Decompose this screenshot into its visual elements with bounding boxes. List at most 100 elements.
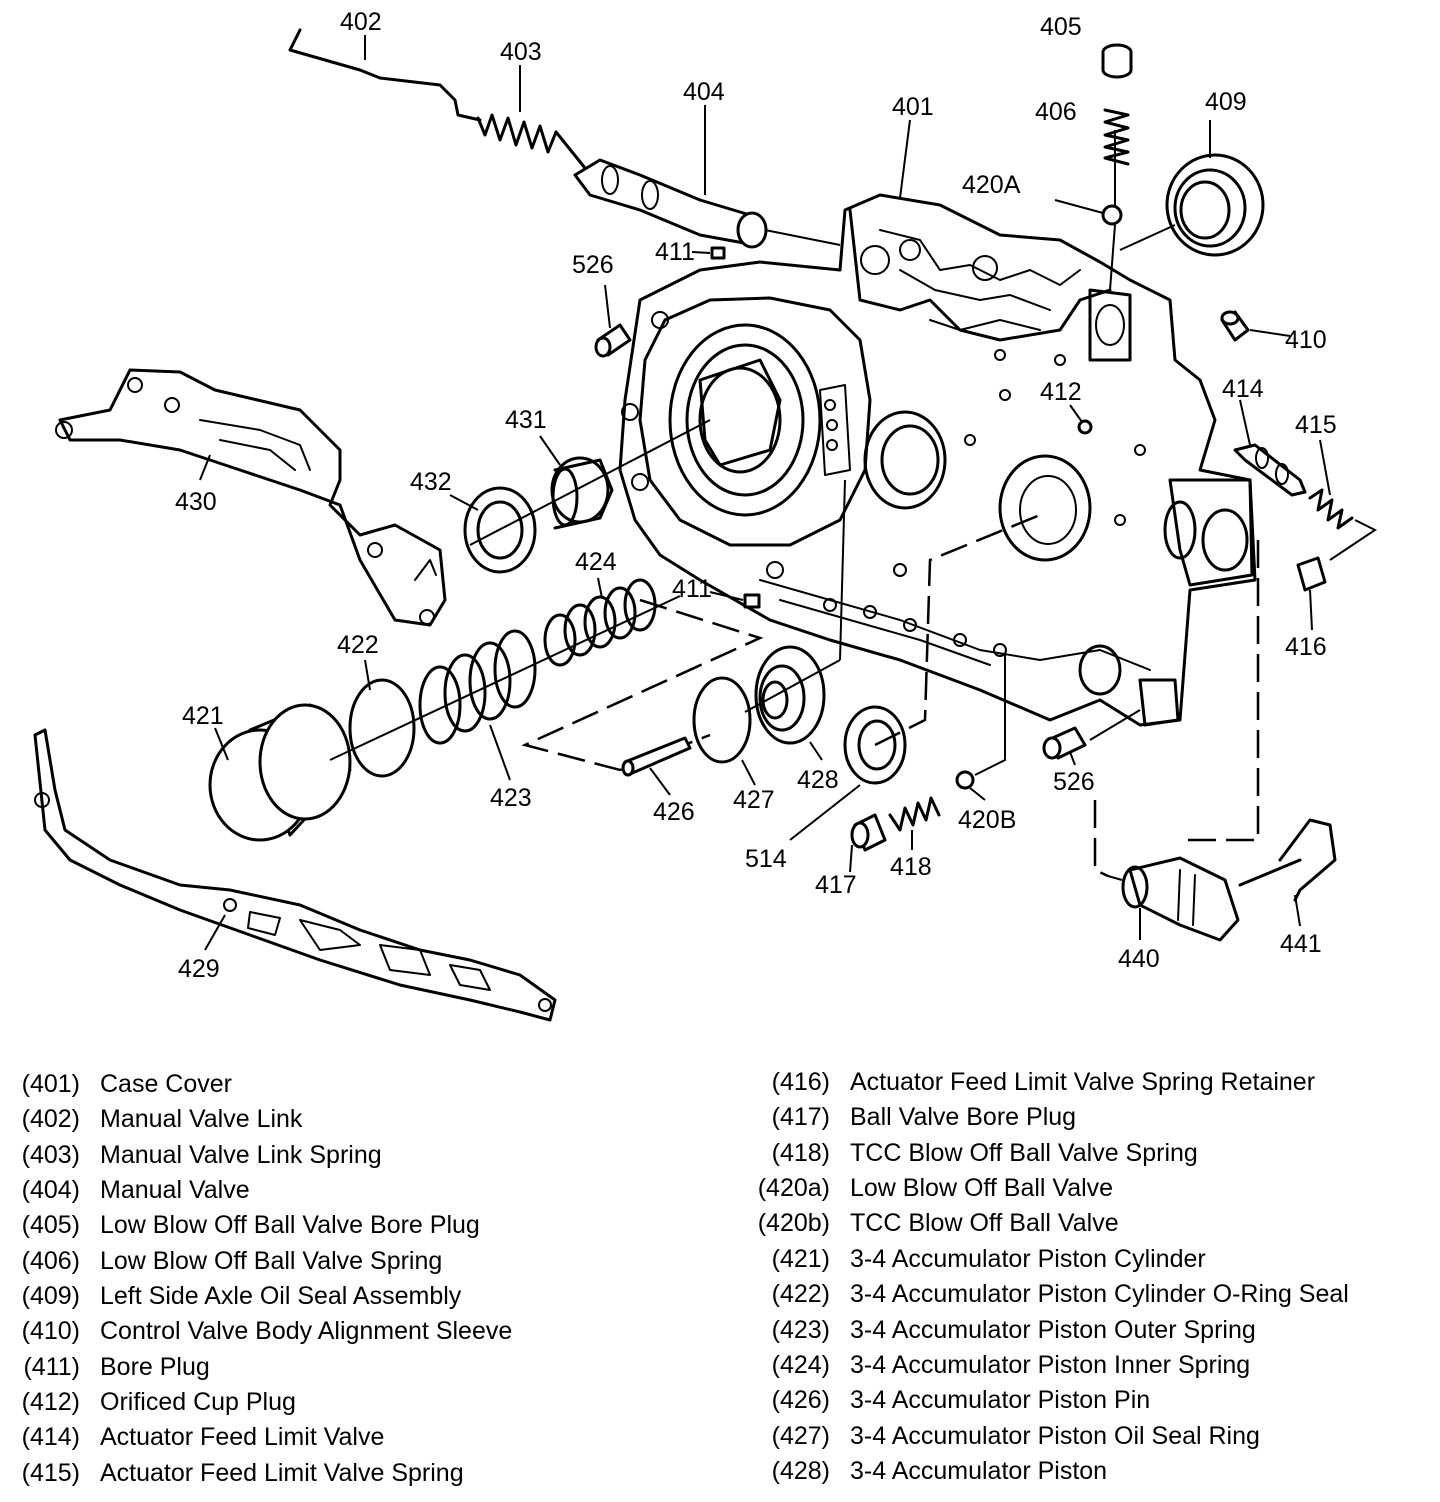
gasket-429-drawing [33,728,557,1022]
legend-item: (411)Bore Plug [0,1350,700,1385]
legend-item: (415) Actuator Feed Limit Valve Spring [0,1456,700,1491]
legend-number: (415) [21,1459,80,1487]
callout-430: 430 [175,488,217,516]
callout-405: 405 [1040,13,1082,41]
legend-description: Control Valve Body Alignment Sleeve [100,1317,513,1345]
dowel-pin-upper-drawing [594,323,632,358]
solenoid-440-drawing [1107,856,1240,942]
spring-retainer-drawing [1296,556,1327,592]
bore-plug-lower-drawing [743,593,761,609]
callout-411-lower: 411 [672,575,712,603]
legend-item: (409)Left Side Axle Oil Seal Assembly [0,1279,700,1314]
legend-number: (402) [21,1105,80,1133]
legend-number: (409) [21,1282,80,1310]
legend-item: (406)Low Blow Off Ball Valve Spring [0,1244,700,1279]
callout-427: 427 [733,786,775,814]
legend-item: (426)3-4 Accumulator Piston Pin [720,1383,1435,1418]
manual-valve-link-drawing [288,28,482,122]
legend-number: (416) [771,1068,830,1096]
callout-424: 424 [575,548,617,576]
legend-item: (421)3-4 Accumulator Piston Cylinder [720,1242,1435,1277]
legend-number: (424) [771,1351,830,1379]
part-431-drawing [550,456,614,530]
callout-409: 409 [1205,88,1247,116]
callout-429: 429 [178,955,220,983]
legend-number: (428) [771,1457,830,1485]
legend-item: (405)Low Blow Off Ball Valve Bore Plug [0,1208,700,1243]
callout-412: 412 [1040,378,1082,406]
callout-414: 414 [1222,375,1264,403]
legend-number: (417) [771,1103,830,1131]
case-cover-drawing [618,193,1257,727]
legend-item: (417)Ball Valve Bore Plug [720,1100,1435,1135]
callout-421: 421 [182,702,224,730]
callout-417: 417 [815,871,857,899]
legend-description: Orificed Cup Plug [100,1388,296,1416]
legend-number: (404) [21,1176,80,1204]
legend-description: TCC Blow Off Ball Valve Spring [850,1139,1198,1167]
tcc-blow-off-ball-drawing [955,770,975,790]
legend-description: 3-4 Accumulator Piston [850,1457,1108,1485]
outer-spring-drawing [418,629,537,745]
legend-item: (402) Manual Valve Link [0,1102,700,1137]
leader-lines [199,35,1331,951]
parts-legend: (401) Case Cover (402) Manual Valve Link (… [0,1062,1440,1502]
legend-number: (422) [771,1280,830,1308]
actuator-feed-limit-spring-drawing [1308,488,1354,530]
legend-description: Actuator Feed Limit Valve Spring [100,1459,464,1487]
legend-number: (401) [21,1070,80,1098]
callout-labels: 402 403 404 401 405 406 409 420A 411 526… [175,8,1337,983]
manual-valve-drawing [573,158,841,249]
axle-oil-seal-drawing [1119,153,1265,257]
legend-number: (414) [21,1423,80,1451]
legend-description: Manual Valve [100,1176,250,1204]
piston-cylinder-drawing [208,703,352,842]
piston-pin-drawing [621,736,692,777]
callout-422: 422 [337,631,379,659]
legend-number: (403) [21,1141,80,1169]
legend-item: (424) 3-4 Accumulator Piston Inner Spring [720,1348,1435,1383]
clip-441-drawing [1238,818,1337,902]
legend-number: (420b) [757,1209,830,1237]
legend-item: (420a)Low Blow Off Ball Valve [720,1171,1435,1206]
gasket-430-drawing [55,368,447,627]
callout-420a: 420A [962,171,1021,199]
legend-number: (406) [21,1247,80,1275]
legend-description: Case Cover [100,1070,232,1098]
tcc-blow-off-spring-drawing [888,796,941,832]
legend-number: (412) [21,1388,80,1416]
legend-description: 3-4 Accumulator Piston Outer Spring [850,1316,1256,1344]
legend-item: (412) Orificed Cup Plug [0,1385,700,1420]
callout-402: 402 [340,8,382,36]
legend-description: Actuator Feed Limit Valve [100,1423,385,1451]
legend-item: (414) Actuator Feed Limit Valve [0,1420,700,1455]
legend-number: (421) [771,1245,830,1273]
legend-description: Manual Valve Link [100,1105,303,1133]
callout-411-upper: 411 [655,238,695,266]
callout-418: 418 [890,853,932,881]
callout-426: 426 [653,798,695,826]
callout-404: 404 [683,78,725,106]
legend-item: (427) 3-4 Accumulator Piston Oil Seal Rin… [720,1419,1435,1454]
legend-description: 3-4 Accumulator Piston Oil Seal Ring [850,1422,1260,1450]
legend-number: (405) [21,1211,80,1239]
low-blow-off-spring-drawing [1103,108,1130,166]
legend-item: (418)TCC Blow Off Ball Valve Spring [720,1136,1435,1171]
legend-item: (410)Control Valve Body Alignment Sleeve [0,1314,700,1349]
legend-number: (423) [771,1316,830,1344]
manual-valve-link-spring-drawing [476,113,587,170]
bore-plug-upper-drawing [710,246,726,260]
legend-description: 3-4 Accumulator Piston Inner Spring [850,1351,1251,1379]
exploded-parts-diagram: 402 403 404 401 405 406 409 420A 411 526… [33,8,1377,1022]
low-blow-off-ball-drawing [1101,204,1123,226]
legend-item: (420b)TCC Blow Off Ball Valve [720,1206,1435,1241]
alignment-sleeve-drawing [1220,310,1250,342]
legend-item: (403)Manual Valve Link Spring [0,1138,700,1173]
legend-number: (427) [771,1422,830,1450]
callout-514: 514 [745,845,787,873]
callout-415: 415 [1295,411,1337,439]
callout-440: 440 [1118,945,1160,973]
legend-number: (420a) [757,1174,830,1202]
callout-420b: 420B [958,806,1016,834]
legend-description: 3-4 Accumulator Piston Cylinder O-Ring S… [850,1280,1349,1308]
